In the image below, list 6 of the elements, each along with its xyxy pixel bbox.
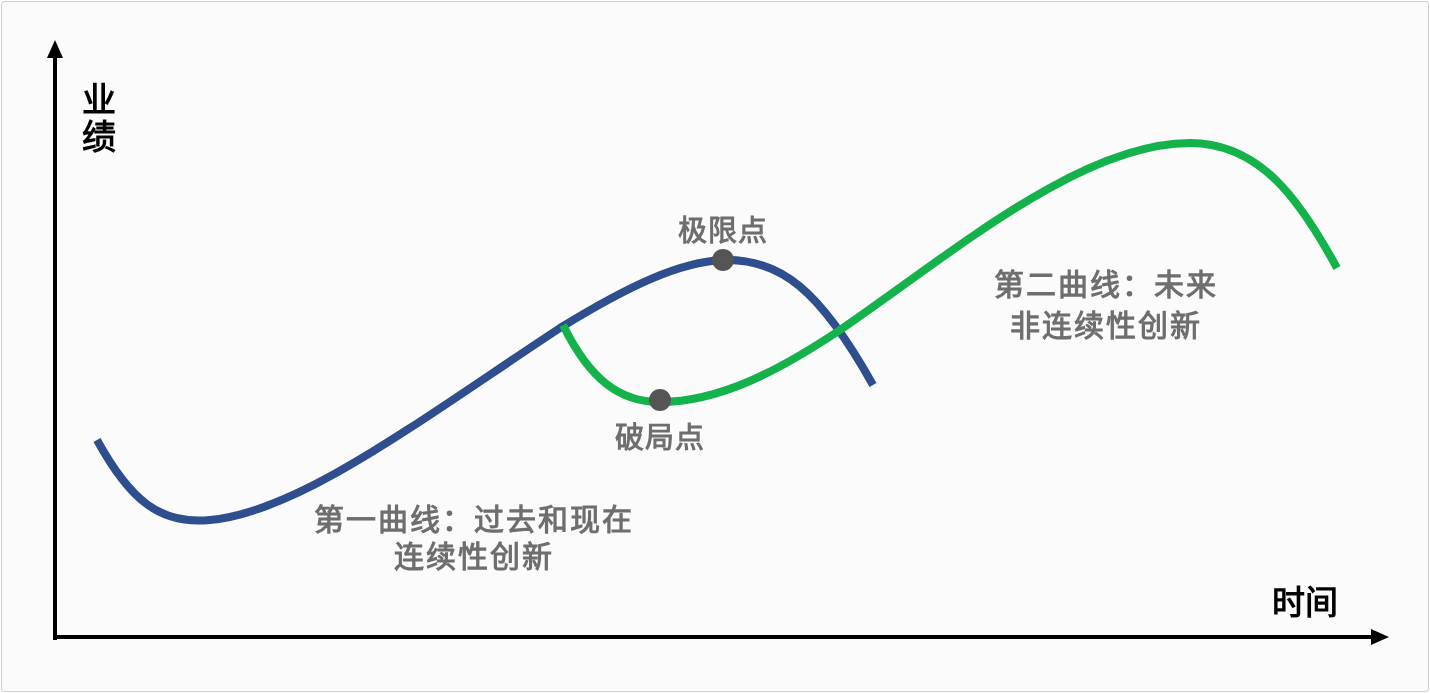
- point-label: 极限点: [677, 213, 769, 250]
- axis-label: 业绩: [82, 82, 116, 157]
- axis-label: 时间: [1272, 583, 1339, 623]
- curve-label: 第一曲线：过去和现在连续性创新: [313, 501, 635, 575]
- point-label: 破局点: [614, 420, 706, 457]
- curve-label: 第二曲线：未来非连续性创新: [993, 266, 1219, 345]
